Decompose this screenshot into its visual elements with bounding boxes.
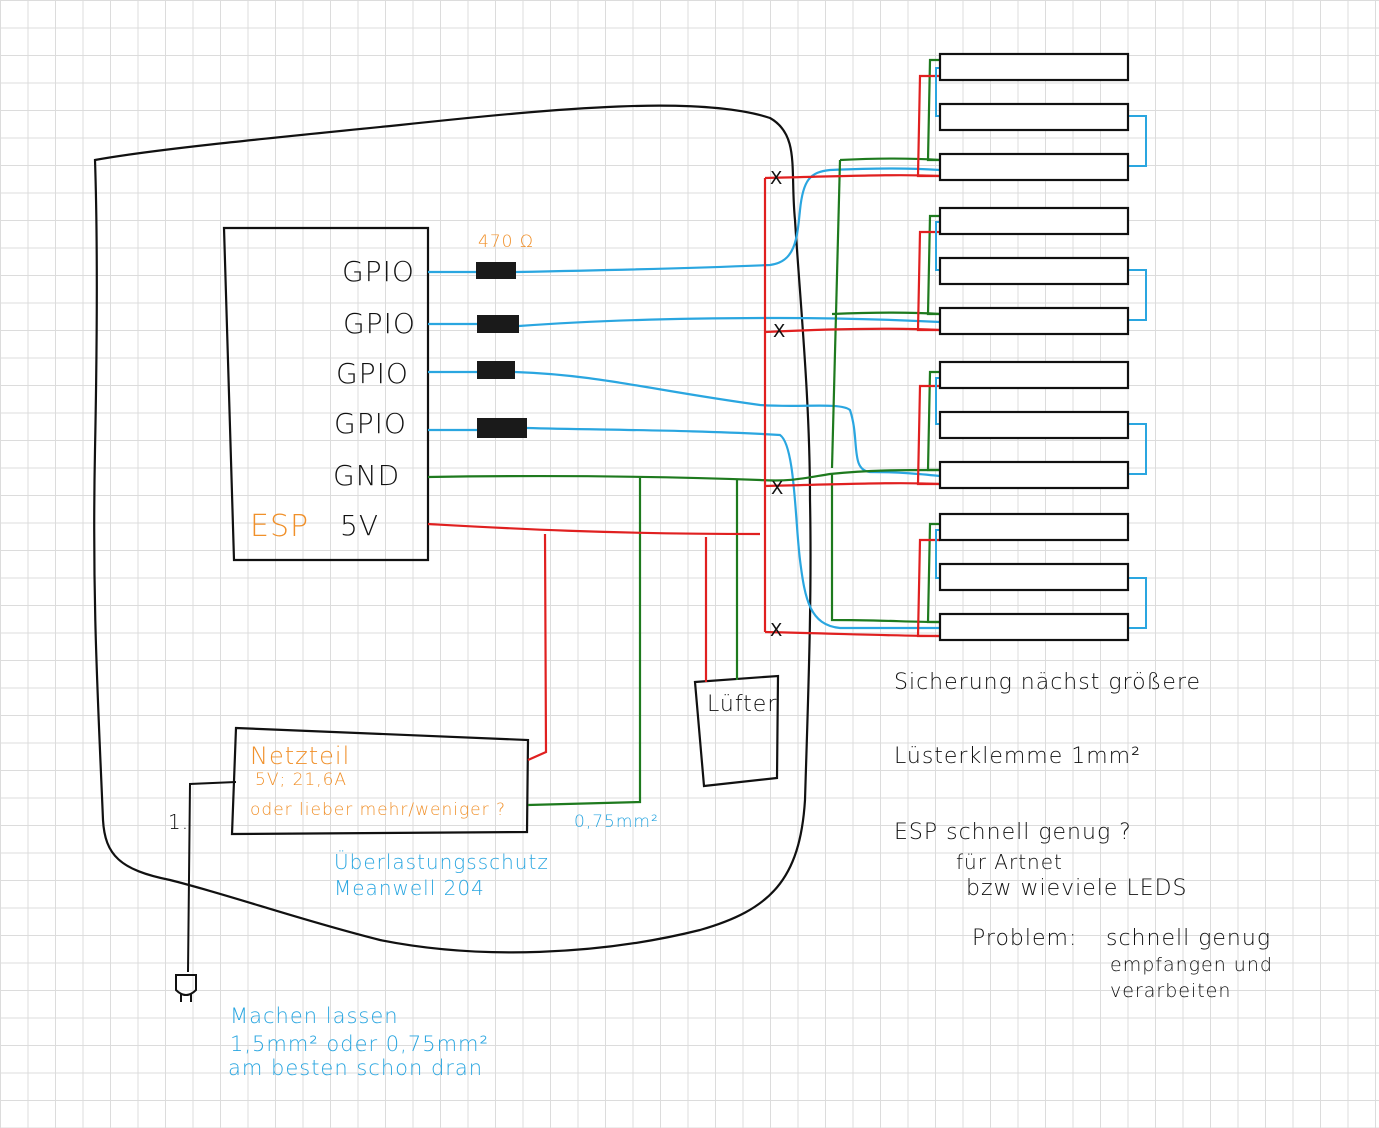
led-strip bbox=[938, 256, 1130, 286]
esp-pin-gnd: GND bbox=[333, 459, 401, 492]
note-esp-line2: für Artnet bbox=[956, 850, 1063, 874]
led-strip bbox=[938, 102, 1130, 132]
strip-chain-wires bbox=[935, 67, 1147, 629]
led-strip bbox=[938, 512, 1130, 542]
note-terminal: Lüsterklemme 1mm² bbox=[894, 744, 1141, 769]
esp-pin-gpio-1: GPIO bbox=[342, 255, 415, 288]
note-esp-line1: ESP schnell genug ? bbox=[894, 820, 1132, 845]
note-fuse: Sicherung nächst größere bbox=[894, 670, 1202, 695]
esp-pin-gpio-3: GPIO bbox=[336, 357, 409, 390]
resistor-4 bbox=[477, 418, 527, 438]
enclosure-outline bbox=[93, 104, 812, 954]
fuse-mark: X bbox=[771, 478, 784, 499]
resistor-2 bbox=[477, 315, 519, 333]
led-strip bbox=[938, 206, 1130, 236]
led-strip bbox=[938, 612, 1130, 642]
note-problem-line3: verarbeiten bbox=[1110, 980, 1232, 1002]
plug-number: 1. bbox=[168, 810, 190, 834]
led-strip bbox=[938, 410, 1130, 440]
led-strip bbox=[938, 460, 1130, 490]
fuse-mark: X bbox=[770, 168, 783, 189]
fuse-mark: X bbox=[773, 321, 786, 342]
power-wires bbox=[427, 74, 941, 762]
resistor-1 bbox=[476, 262, 516, 279]
esp-pin-gpio-4: GPIO bbox=[334, 407, 407, 440]
overload-protection-line1: Überlastungsschutz bbox=[334, 850, 549, 874]
cable-note-line2: 1,5mm² oder 0,75mm² bbox=[230, 1032, 489, 1056]
led-strip bbox=[938, 52, 1130, 82]
led-strip bbox=[938, 152, 1130, 182]
power-supply-box bbox=[230, 726, 530, 836]
cable-note-line1: Machen lassen bbox=[230, 1004, 399, 1028]
led-strip bbox=[938, 306, 1130, 336]
power-supply-question: oder lieber mehr/weniger ? bbox=[250, 800, 507, 820]
fuse-mark: X bbox=[770, 620, 783, 641]
esp-pin-gpio-2: GPIO bbox=[343, 307, 416, 340]
led-strip bbox=[938, 360, 1130, 390]
note-problem-label: Problem: bbox=[972, 926, 1078, 951]
resistor-3 bbox=[477, 361, 515, 379]
note-esp-line3: bzw wieviele LEDS bbox=[966, 876, 1188, 901]
resistor-label: 470 Ω bbox=[478, 232, 534, 252]
resistors bbox=[476, 262, 527, 438]
led-strips bbox=[938, 52, 1130, 642]
power-supply-title: Netzteil bbox=[250, 742, 351, 770]
wire-gauge-supply: 0,75mm² bbox=[574, 812, 659, 832]
cable-note-line3: am besten schon dran bbox=[228, 1056, 484, 1080]
note-problem-line2: empfangen und bbox=[1110, 954, 1273, 976]
overload-protection-line2: Meanwell 204 bbox=[334, 876, 485, 900]
esp-pin-5v: 5V bbox=[340, 509, 379, 542]
fan-label: Lüfter bbox=[707, 692, 778, 717]
esp-label: ESP bbox=[250, 509, 310, 544]
esp-board bbox=[222, 226, 430, 562]
power-supply-spec: 5V; 21,6A bbox=[255, 770, 348, 790]
fan-box bbox=[693, 674, 780, 788]
led-strip bbox=[938, 562, 1130, 592]
note-problem-line1: schnell genug bbox=[1106, 926, 1272, 951]
plug-icon bbox=[175, 974, 197, 1002]
mains-cable bbox=[187, 781, 237, 973]
